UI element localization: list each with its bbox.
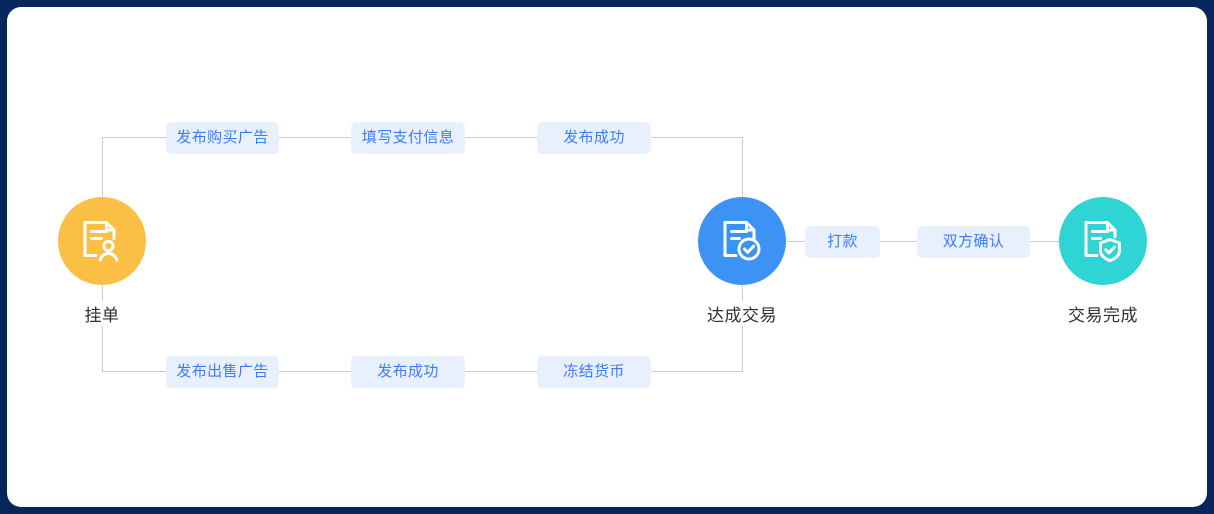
node-deal[interactable]: 达成交易 <box>698 197 786 326</box>
connector-top-segment-c <box>465 137 537 138</box>
node-complete-circle[interactable] <box>1059 197 1147 285</box>
connector-bottom-segment-a <box>102 371 166 372</box>
node-deal-label: 达成交易 <box>701 301 783 326</box>
node-listing-label-wrap: 挂单 <box>58 301 146 326</box>
step-chip-bottom-2[interactable]: 发布成功 <box>351 356 465 388</box>
diagram-card: 发布购买广告 填写支付信息 发布成功 发布出售广告 发布成功 冻结货币 打款 双… <box>7 7 1207 507</box>
node-listing-label: 挂单 <box>78 301 126 326</box>
connector-bottom-segment-c <box>465 371 537 372</box>
step-chip-middle-1[interactable]: 打款 <box>805 226 880 258</box>
document-check-icon <box>721 219 763 263</box>
document-shield-check-icon <box>1082 219 1124 263</box>
connector-bottom-segment-b <box>279 371 351 372</box>
flowchart-stage: 发布购买广告 填写支付信息 发布成功 发布出售广告 发布成功 冻结货币 打款 双… <box>7 7 1207 507</box>
node-complete-label-wrap: 交易完成 <box>1059 301 1147 326</box>
connector-middle-segment-b <box>880 241 917 242</box>
node-complete-label: 交易完成 <box>1062 301 1144 326</box>
connector-top-segment-a <box>102 137 166 138</box>
step-chip-top-3[interactable]: 发布成功 <box>537 122 651 154</box>
step-chip-bottom-1[interactable]: 发布出售广告 <box>166 356 279 388</box>
document-person-icon <box>81 219 123 263</box>
node-listing-circle[interactable] <box>58 197 146 285</box>
connector-middle-segment-c <box>1030 241 1059 242</box>
connector-listing-top-vertical <box>102 137 103 203</box>
step-chip-top-2[interactable]: 填写支付信息 <box>351 122 465 154</box>
step-chip-bottom-3[interactable]: 冻结货币 <box>537 356 651 388</box>
connector-deal-top-vertical <box>742 137 743 203</box>
connector-top-segment-d <box>651 137 742 138</box>
connector-bottom-segment-d <box>651 371 742 372</box>
connector-middle-segment-a <box>787 241 805 242</box>
node-listing[interactable]: 挂单 <box>58 197 146 326</box>
connector-top-segment-b <box>279 137 351 138</box>
node-deal-label-wrap: 达成交易 <box>698 301 786 326</box>
step-chip-top-1[interactable]: 发布购买广告 <box>166 122 279 154</box>
node-deal-circle[interactable] <box>698 197 786 285</box>
step-chip-middle-2[interactable]: 双方确认 <box>917 226 1030 258</box>
node-complete[interactable]: 交易完成 <box>1059 197 1147 326</box>
